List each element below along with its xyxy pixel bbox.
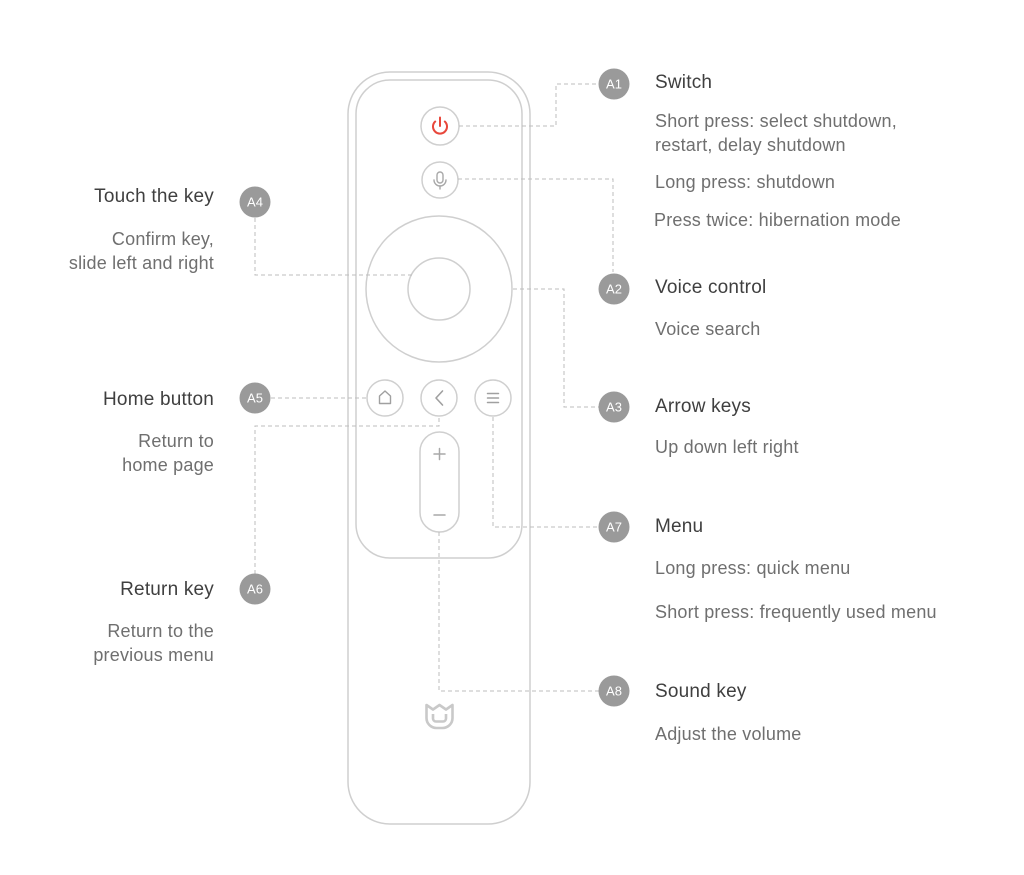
leader-line-a1 <box>459 83 600 127</box>
callout-desc-a4-1: Confirm key, slide left and right <box>68 229 214 273</box>
leader-line-a4 <box>254 218 412 276</box>
callout-desc-a2-1: Voice search <box>655 319 761 339</box>
leader-lines <box>254 83 614 692</box>
callout-desc-a1-1: Short press: select shutdown, restart, d… <box>655 111 897 155</box>
callout-title-a2: Voice control <box>655 277 767 298</box>
leader-line-a8 <box>438 532 600 692</box>
voice-button[interactable] <box>421 161 459 199</box>
svg-text:A1: A1 <box>606 77 622 92</box>
home-button[interactable] <box>366 379 404 417</box>
callout-badge-a3: A3 <box>598 391 630 423</box>
mi-logo-icon <box>425 703 454 730</box>
callout-desc-a1-2: Long press: shutdown <box>655 172 836 192</box>
power-icon <box>432 116 448 135</box>
back-chevron-icon <box>435 390 444 406</box>
svg-text:A3: A3 <box>606 400 622 415</box>
callout-title-a6: Return key <box>120 579 214 600</box>
svg-text:A2: A2 <box>606 282 622 297</box>
menu-button[interactable] <box>474 379 512 417</box>
callout-title-a5: Home button <box>103 389 214 410</box>
callout-title-a4: Touch the key <box>94 186 214 207</box>
callout-title-a3: Arrow keys <box>655 396 751 417</box>
callout-badge-a4: A4 <box>239 186 271 218</box>
svg-text:A5: A5 <box>247 391 263 406</box>
callout-desc-a8-1: Adjust the volume <box>655 724 802 744</box>
remote-body-outline <box>347 71 531 825</box>
remote-control <box>347 71 531 825</box>
callout-badge-a6: A6 <box>239 573 271 605</box>
callout-title-a8: Sound key <box>655 681 747 702</box>
svg-text:A7: A7 <box>606 520 622 535</box>
back-button[interactable] <box>420 379 458 417</box>
svg-text:A8: A8 <box>606 684 622 699</box>
callout-badge-a8: A8 <box>598 675 630 707</box>
callout-badge-a5: A5 <box>239 382 271 414</box>
leader-line-a7 <box>492 417 600 528</box>
callout-desc-a3-1: Up down left right <box>655 437 799 457</box>
callout-title-a7: Menu <box>655 516 704 537</box>
leader-line-a6 <box>254 417 440 574</box>
callout-desc-a1-3: Press twice: hibernation mode <box>654 210 901 230</box>
callout-desc-a5-1: Return to home page <box>122 431 214 475</box>
callout-desc-a7-1: Long press: quick menu <box>655 558 851 578</box>
remote-face-panel <box>355 79 523 559</box>
plus-icon <box>433 447 446 461</box>
volume-rocker[interactable] <box>419 431 460 533</box>
callout-desc-a7-2: Short press: frequently used menu <box>655 602 937 622</box>
callout-badge-a7: A7 <box>598 511 630 543</box>
menu-lines-icon <box>486 392 500 404</box>
home-icon <box>378 390 392 405</box>
leader-line-a2 <box>458 178 614 272</box>
callout-badge-a2: A2 <box>598 273 630 305</box>
callout-title-a1: Switch <box>655 72 713 93</box>
svg-text:A6: A6 <box>247 582 263 597</box>
svg-text:A4: A4 <box>247 195 263 210</box>
callout-desc-a6-1: Return to the previous menu <box>93 621 214 665</box>
callout-badge-a1: A1 <box>598 68 630 100</box>
microphone-icon <box>433 171 447 190</box>
power-button[interactable] <box>420 106 460 146</box>
leader-line-a3 <box>513 288 600 408</box>
touch-center-key[interactable] <box>407 257 471 321</box>
